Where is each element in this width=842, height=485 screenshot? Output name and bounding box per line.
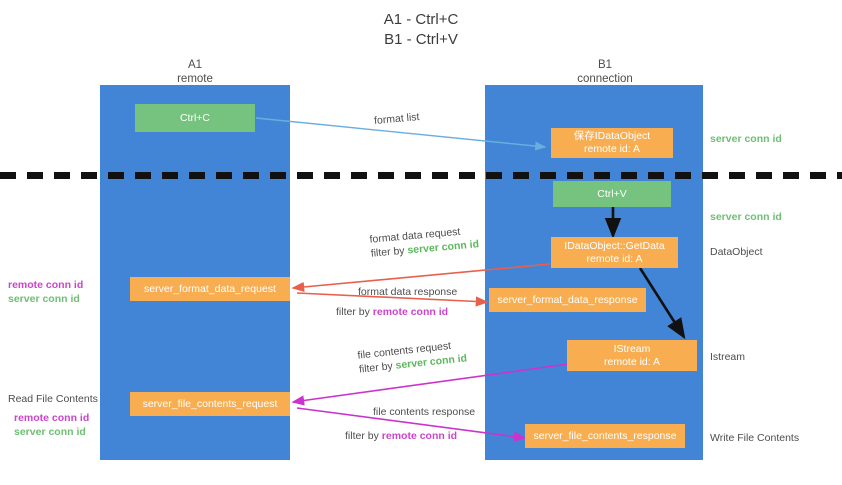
right-label-server-conn-id-second: server conn id — [710, 211, 782, 223]
node-save-idataobject-line1: 保存IDataObject — [573, 130, 651, 142]
filter-prefix: filter by — [336, 306, 373, 318]
edge-label-file-contents-request: file contents request filter by server c… — [357, 337, 468, 376]
right-label-server-conn-id-top: server conn id — [710, 133, 782, 145]
left-label-read-file-contents: Read File Contents — [8, 393, 98, 405]
lane-header-b1: B1 connection — [545, 58, 665, 86]
lane-header-a1: A1 remote — [145, 58, 245, 86]
node-save-idataobject[interactable]: 保存IDataObject remote id: A — [551, 128, 673, 158]
right-label-istream: Istream — [710, 351, 746, 363]
node-istream-line1: IStream — [613, 342, 651, 355]
node-server-file-contents-request-label: server_file_contents_request — [142, 397, 278, 410]
title-line-1: A1 - Ctrl+C — [383, 11, 459, 28]
edge-label-format-list: format list — [373, 110, 420, 128]
left-label-file-remote-conn-id: remote conn id — [14, 412, 90, 424]
edge-label-format-list-text: format list — [373, 111, 420, 127]
node-server-format-data-request[interactable]: server_format_data_request — [130, 277, 290, 301]
edge-label-format-data-request: format data request filter by server con… — [369, 223, 480, 260]
node-istream[interactable]: IStream remote id: A — [567, 340, 697, 371]
node-istream-line2: remote id: A — [603, 355, 661, 368]
phase-separator — [0, 167, 842, 179]
right-label-write-file-contents: Write File Contents — [710, 432, 800, 444]
left-label-file-conn-ids: remote conn id server conn id — [14, 411, 89, 439]
node-ctrl-c[interactable]: Ctrl+C — [135, 104, 255, 132]
node-server-file-contents-response-label: server_file_contents_response — [533, 429, 677, 442]
node-server-format-data-request-label: server_format_data_request — [144, 282, 276, 295]
node-server-file-contents-response[interactable]: server_file_contents_response — [525, 424, 685, 448]
filter-prefix: filter by — [345, 430, 382, 442]
left-label-format-conn-ids: remote conn id server conn id — [8, 278, 83, 306]
left-label-file-server-conn-id: server conn id — [14, 426, 86, 438]
node-ctrl-v[interactable]: Ctrl+V — [553, 181, 671, 207]
node-getdata-line1: IDataObject::GetData — [564, 239, 665, 252]
edge-label-format-data-response-line1: format data response — [358, 286, 458, 298]
node-server-file-contents-request[interactable]: server_file_contents_request — [130, 392, 290, 416]
filter-value-remote-conn-id: remote conn id — [381, 430, 458, 442]
left-label-format-server-conn-id: server conn id — [8, 293, 80, 305]
edge-label-file-contents-response-line1: file contents response — [373, 406, 476, 418]
node-getdata[interactable]: IDataObject::GetData remote id: A — [551, 237, 678, 268]
left-label-format-remote-conn-id: remote conn id — [8, 279, 84, 291]
filter-prefix: filter by — [358, 359, 397, 376]
diagram-title: A1 - Ctrl+C B1 - Ctrl+V — [0, 10, 842, 50]
edge-label-format-data-response-line2: filter by remote conn id — [336, 299, 457, 319]
title-line-2: B1 - Ctrl+V — [384, 31, 458, 48]
lane-a1-sub: remote — [177, 73, 213, 85]
node-save-idataobject-line2: remote id: A — [583, 143, 641, 155]
edge-label-file-contents-response-line2: filter by remote conn id — [345, 419, 475, 443]
node-ctrl-v-label: Ctrl+V — [597, 187, 627, 200]
filter-value-remote-conn-id: remote conn id — [372, 306, 449, 318]
node-server-format-data-response-label: server_format_data_response — [497, 293, 638, 306]
right-label-dataobject: DataObject — [710, 246, 763, 258]
edge-label-format-data-response: format data response filter by remote co… — [336, 285, 457, 319]
filter-prefix: filter by — [370, 244, 408, 260]
node-ctrl-c-label: Ctrl+C — [179, 111, 211, 124]
edge-label-file-contents-response: file contents response filter by remote … — [345, 405, 475, 443]
lane-b1-name: B1 — [597, 59, 613, 71]
lane-b1-sub: connection — [577, 73, 633, 85]
node-getdata-line2: remote id: A — [586, 252, 643, 265]
node-server-format-data-response[interactable]: server_format_data_response — [489, 288, 646, 312]
lane-a1-name: A1 — [187, 59, 203, 71]
